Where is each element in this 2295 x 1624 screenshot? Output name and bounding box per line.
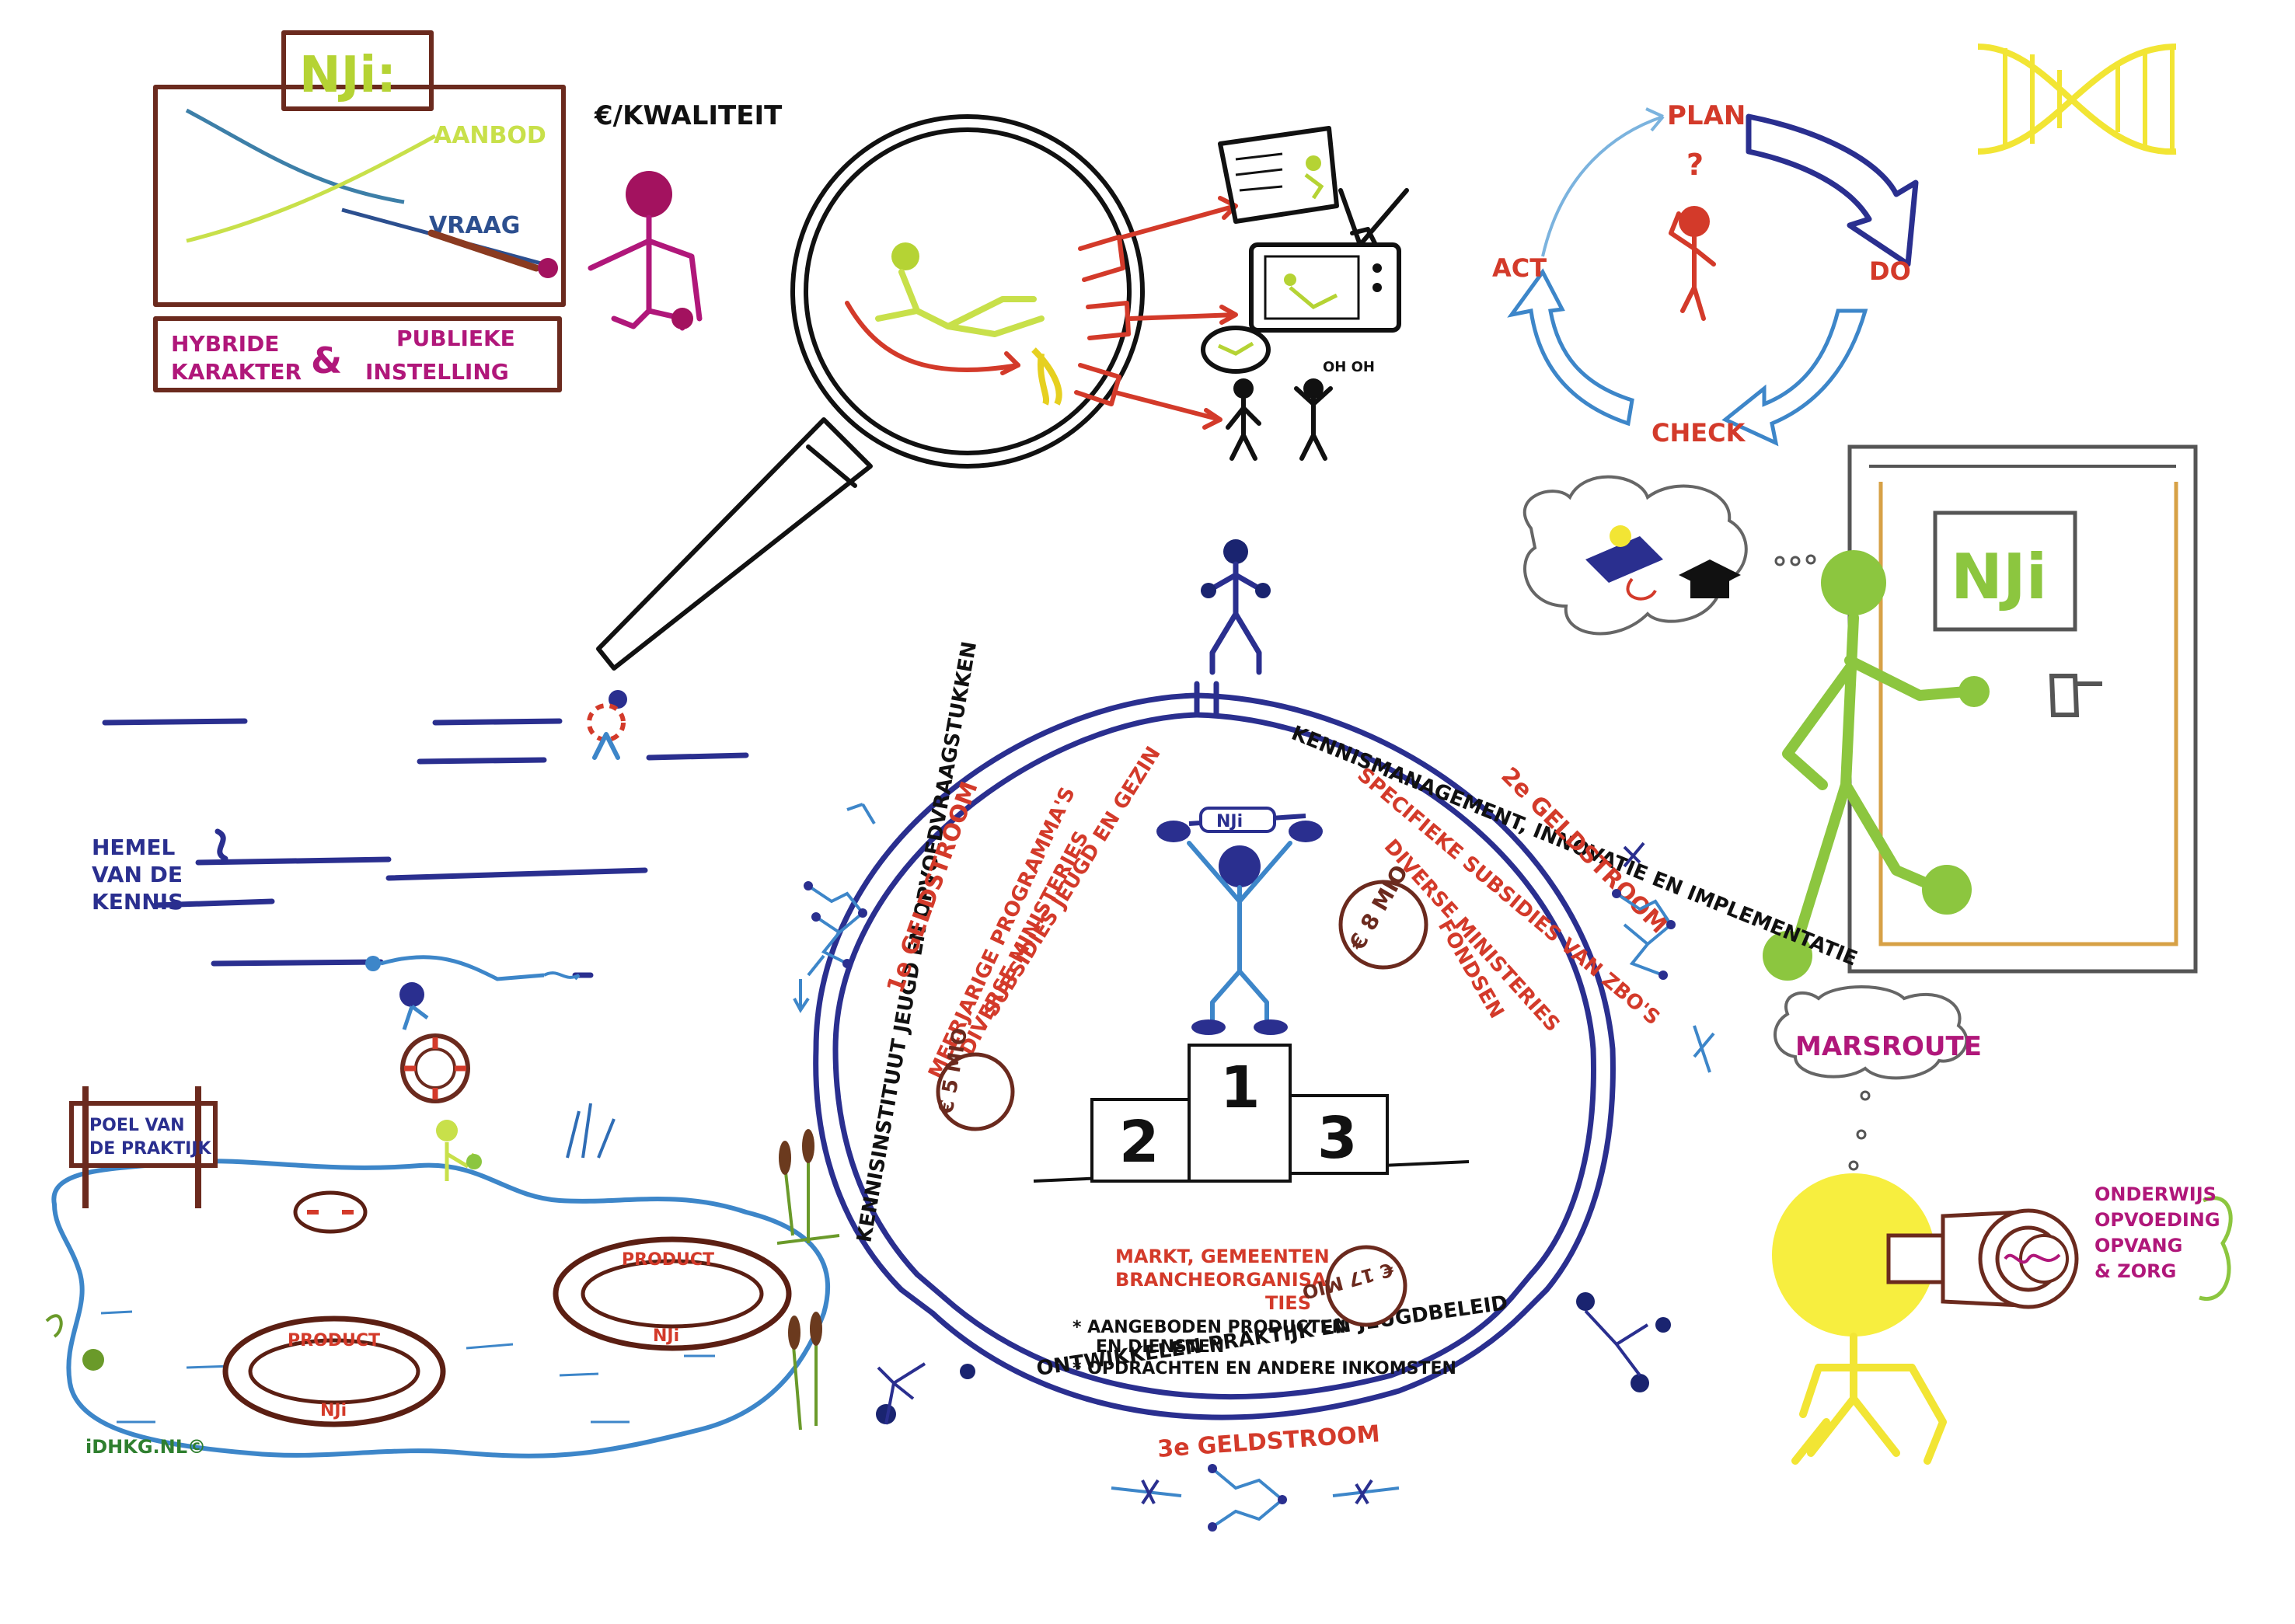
dna-helix-icon [1977, 44, 2177, 155]
poel-line2: DE PRAKTIJK [89, 1139, 211, 1159]
marsroute-bubble: MARSROUTE [1774, 985, 1982, 1171]
watching-figures: OH OH [1201, 326, 1375, 461]
heaven-of-knowledge: HEMEL VAN DE KENNIS [92, 690, 749, 1103]
supply-demand-board: NJi: AANBOD VRAAG HYBRIDE KARAKTER & PUB… [153, 30, 783, 392]
telescope-line1: ONDERWIJS [2094, 1183, 2217, 1205]
bottom-black-2: EN DIENSTEN [1096, 1337, 1224, 1357]
newspaper-icon [1218, 126, 1339, 224]
ring2-product: PRODUCT [288, 1331, 380, 1350]
marsroute-label: MARSROUTE [1795, 1031, 1982, 1062]
circle-banner: NJi [1216, 812, 1243, 831]
copyright-label: iDHKG.NL© [85, 1436, 206, 1458]
price-quality-label: €/KWALITEIT [594, 100, 783, 131]
door-scene: NJi [1522, 444, 2198, 981]
hybride-line3: PUBLIEKE [396, 326, 515, 351]
hybride-amp: & [311, 340, 342, 382]
corner-figure-left [876, 1362, 975, 1425]
network-cluster-bottom [1111, 1464, 1400, 1532]
hemel-line3: KENNIS [92, 889, 183, 915]
poel-line1: POEL VAN [89, 1116, 185, 1135]
aanbod-label: AANBOD [434, 122, 546, 149]
television-icon [1249, 188, 1409, 333]
hybride-line1: HYBRIDE [171, 331, 279, 357]
telescope-line2: OPVOEDING [2094, 1209, 2220, 1231]
hemel-line2: VAN DE [92, 862, 183, 887]
bottom-red-3: TIES [1265, 1292, 1311, 1314]
hybride-line4: INSTELLING [365, 359, 509, 385]
magnifying-glass [596, 114, 1238, 671]
podium-2: 2 [1119, 1109, 1160, 1176]
podium-1: 1 [1220, 1054, 1261, 1121]
bottom-black-1: * AANGEBODEN PRODUCTEN [1073, 1318, 1346, 1337]
telescope-line3: OPVANG [2094, 1235, 2182, 1256]
pdca-plan: PLAN [1667, 100, 1746, 131]
pdca-check: CHECK [1651, 418, 1746, 448]
network-cluster-left [793, 803, 876, 1013]
ring1-nji: NJi [653, 1326, 679, 1346]
nji-logo-title: NJi: [299, 47, 396, 104]
geldstroom-3: 3e GELDSTROOM [1156, 1420, 1381, 1463]
pool-of-practice: POEL VAN DE PRAKTIJK PRODUCT NJi PRODUCT… [45, 1086, 840, 1458]
pdca-cycle: PLAN DO CHECK ACT ? [1492, 100, 1919, 448]
ring1-product: PRODUCT [622, 1250, 714, 1270]
bottom-red-2: BRANCHEORGANISA- [1115, 1269, 1334, 1291]
bottom-red-1: MARKT, GEMEENTEN [1115, 1246, 1330, 1267]
left-red-3: SUBSIDIES JEUGD EN GEZIN [979, 743, 1165, 1021]
oh-oh-label: OH OH [1323, 359, 1375, 375]
hemel-line1: HEMEL [92, 835, 176, 860]
podium-3: 3 [1317, 1105, 1358, 1172]
hybride-line2: KARAKTER [171, 359, 302, 385]
bottom-black-3: * OPDRACHTEN EN ANDERE INKOMSTEN [1073, 1359, 1456, 1378]
central-funding-circle: KENNISINSTITUUT JEUGD EN OPVOEDVRAAGSTUK… [813, 539, 1861, 1463]
network-cluster-right [1612, 842, 1715, 1073]
telescope-figure: ONDERWIJS OPVOEDING OPVANG & ZORG [1772, 1173, 2233, 1465]
door-nji-logo: NJi [1951, 541, 2047, 613]
telescope-line4: & ZORG [2094, 1260, 2176, 1282]
question-mark: ? [1686, 148, 1704, 182]
ring2-nji: NJi [320, 1401, 347, 1420]
pdca-act: ACT [1492, 253, 1547, 283]
corner-figure-right [1576, 1292, 1671, 1392]
presenter-head [626, 171, 672, 218]
pdca-do: DO [1869, 256, 1911, 286]
